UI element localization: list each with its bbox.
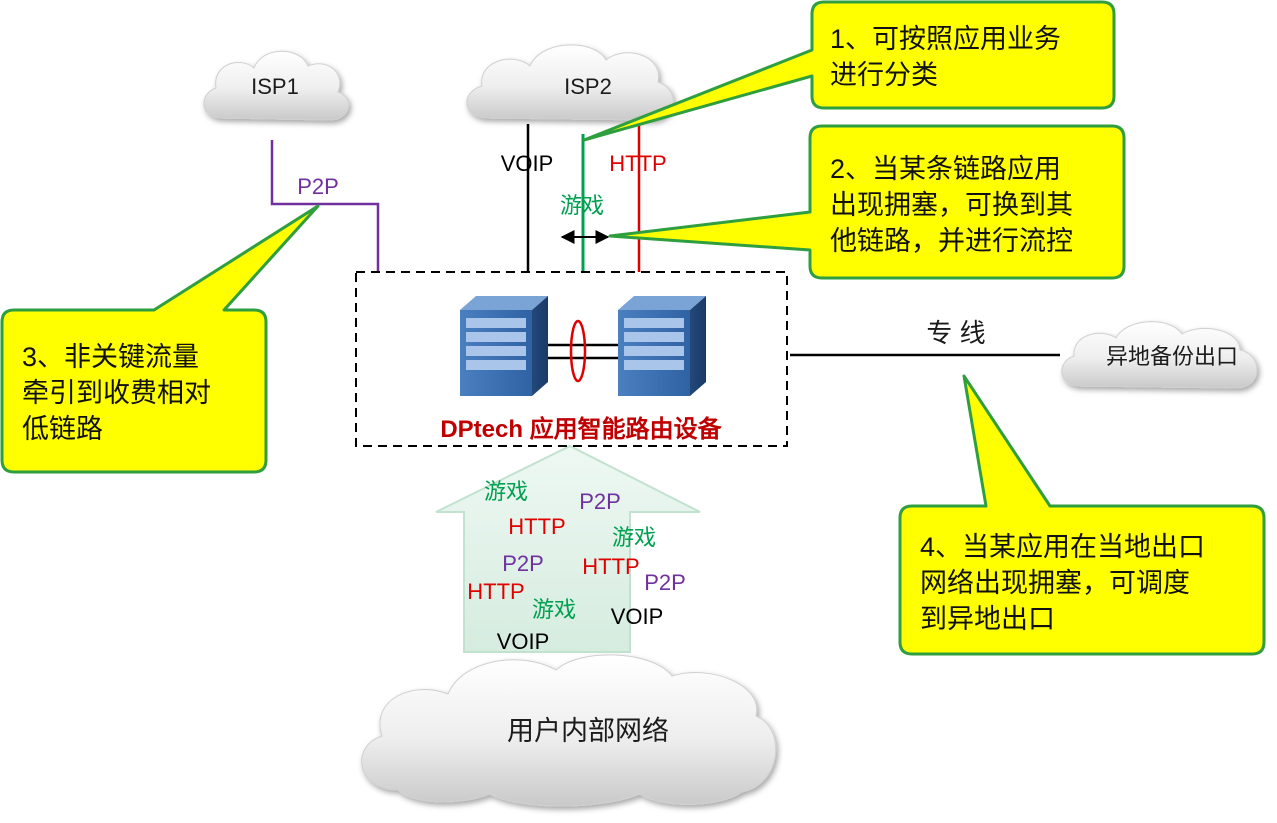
callout-4-line: 到异地出口 <box>920 604 1055 634</box>
isp1-cloud: ISP1 <box>203 50 350 121</box>
traffic-up-arrow <box>435 444 701 653</box>
backup-exit-cloud: 异地备份出口 <box>1061 321 1258 389</box>
isp1-p2p-label: P2P <box>297 174 339 199</box>
traffic-label: P2P <box>502 551 544 576</box>
traffic-label: VOIP <box>497 629 550 654</box>
callout-2: 2、当某条链路应用 出现拥塞，可换到其 他链路，并进行流控 <box>608 124 1126 280</box>
callout-3-line: 低链路 <box>22 414 103 444</box>
link-aggregation-ring <box>569 319 587 383</box>
traffic-label: P2P <box>644 570 686 595</box>
internal-network-cloud: 用户内部网络 <box>361 654 777 807</box>
callout-2-line: 他链路，并进行流控 <box>830 226 1073 256</box>
traffic-label: HTTP <box>508 514 565 539</box>
isp1-label: ISP1 <box>251 74 299 99</box>
backup-exit-label: 异地备份出口 <box>1106 344 1238 369</box>
isp2-cloud: ISP2 <box>466 44 674 121</box>
dedicated-line-label: 专 线 <box>926 318 985 348</box>
isp1-p2p-link <box>270 140 380 272</box>
callout-4-line: 网络出现拥塞，可调度 <box>920 568 1190 598</box>
callout-3: 3、非关键流量 牵引到收费相对 低链路 <box>0 204 320 474</box>
isp2-game-label: 游戏 <box>560 193 604 218</box>
server-icon <box>460 296 548 396</box>
callout-4-line: 4、当某应用在当地出口 <box>920 532 1205 562</box>
callout-1-line: 进行分类 <box>830 60 938 90</box>
callout-2-line: 出现拥塞，可换到其 <box>830 190 1073 220</box>
callout-4: 4、当某应用在当地出口 网络出现拥塞，可调度 到异地出口 <box>898 374 1266 656</box>
traffic-label: P2P <box>579 489 621 514</box>
traffic-label: 游戏 <box>612 525 656 550</box>
isp2-http-label: HTTP <box>609 151 666 176</box>
internal-network-label: 用户内部网络 <box>507 716 669 746</box>
routing-device-box <box>355 271 788 447</box>
callout-3-line: 牵引到收费相对 <box>22 378 211 408</box>
callout-1-line: 1、可按照应用业务 <box>830 24 1061 54</box>
traffic-label: HTTP <box>582 554 639 579</box>
callout-2-line: 2、当某条链路应用 <box>830 154 1061 184</box>
traffic-label: 游戏 <box>532 597 576 622</box>
callout-1: 1、可按照应用业务 进行分类 <box>582 0 1116 142</box>
server-icon <box>618 296 706 396</box>
traffic-label: 游戏 <box>484 479 528 504</box>
isp2-label: ISP2 <box>564 74 612 99</box>
isp2-voip-label: VOIP <box>501 151 554 176</box>
traffic-label: VOIP <box>611 604 664 629</box>
device-caption: DPtech 应用智能路由设备 <box>440 415 722 443</box>
traffic-label: HTTP <box>467 579 524 604</box>
callout-3-line: 3、非关键流量 <box>22 342 199 372</box>
traffic-labels: 游戏 P2P HTTP 游戏 P2P HTTP P2P HTTP 游戏 VOIP… <box>467 479 686 654</box>
